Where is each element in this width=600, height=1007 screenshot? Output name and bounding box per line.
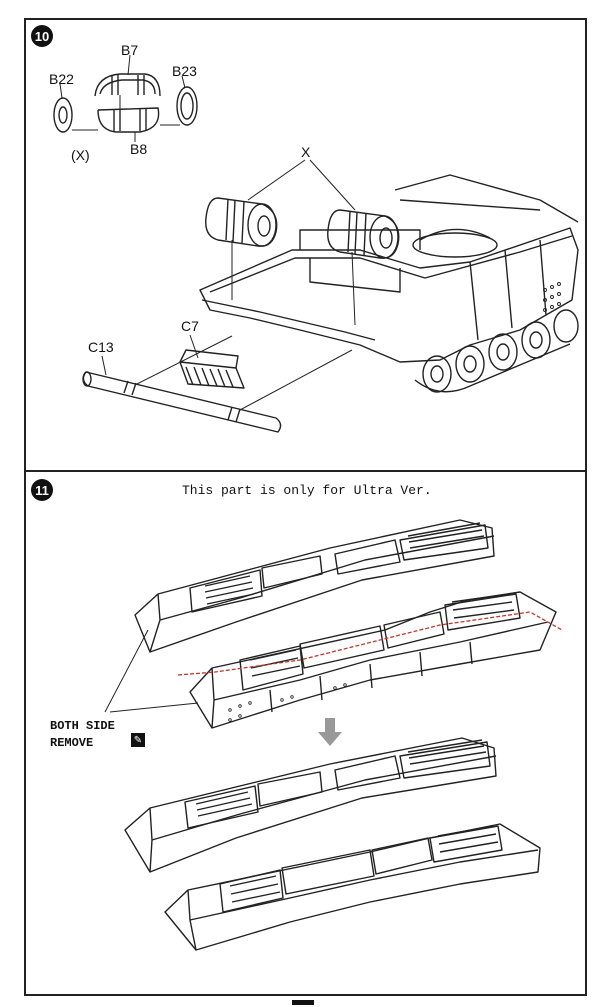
step-10-badge: 10 xyxy=(31,25,53,47)
road-wheels xyxy=(414,309,579,393)
part-label-b7: B7 xyxy=(121,42,139,58)
assembly-guide-lines xyxy=(59,54,186,142)
remove-instruction-line2: REMOVE xyxy=(50,736,94,750)
skirt-before-upper xyxy=(134,519,495,653)
part-b7-half-shell xyxy=(94,73,161,97)
instruction-frame xyxy=(24,18,587,996)
part-label-b22: B22 xyxy=(49,71,74,87)
remove-leader-lines xyxy=(104,629,199,713)
cut-line xyxy=(177,611,563,676)
part-c7-grille xyxy=(179,349,245,389)
part-b8-half-shell xyxy=(97,107,160,133)
page-marker xyxy=(292,1000,314,1005)
remove-instruction: BOTH SIDE REMOVE xyxy=(50,718,115,752)
part-label-x: X xyxy=(301,144,311,160)
ultra-version-note: This part is only for Ultra Ver. xyxy=(182,483,432,498)
part-label-c7: C7 xyxy=(181,318,199,334)
part-b22-washer xyxy=(53,97,73,133)
hull-rivets xyxy=(543,282,561,312)
part-label-c13: C13 xyxy=(88,339,114,355)
part-label-b8: B8 xyxy=(130,141,148,157)
step-11-badge: 11 xyxy=(31,479,53,501)
step-divider xyxy=(24,470,587,472)
tank-hull xyxy=(199,174,579,363)
skirt-rivets xyxy=(228,683,347,722)
part-c13-bar xyxy=(82,371,282,433)
down-arrow-icon xyxy=(318,718,342,746)
skirt-after-lower xyxy=(164,823,541,951)
part-label-b23: B23 xyxy=(172,63,197,79)
skirt-after-upper xyxy=(124,737,497,873)
remove-instruction-line1: BOTH SIDE xyxy=(50,719,115,733)
part-label-x-group: (X) xyxy=(71,147,90,163)
skirt-before-lower xyxy=(189,591,557,729)
knife-icon: ✎ xyxy=(131,733,145,747)
part-b23-washer xyxy=(176,86,198,126)
c-leader-lines xyxy=(101,334,353,411)
wheel-assembly-x-left xyxy=(205,197,278,247)
x-leader-lines xyxy=(231,159,356,326)
